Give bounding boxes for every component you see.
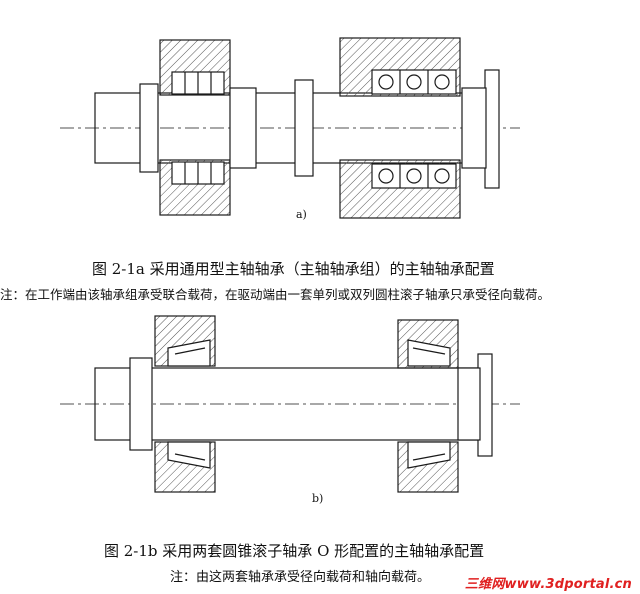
tapered-bearing-right-bottom-b	[407, 441, 451, 469]
tapered-bearing-left-top-b	[167, 339, 211, 367]
figure-b-svg	[60, 315, 520, 493]
bearing-right-bottom-a	[371, 163, 457, 189]
spacer-middle-a	[294, 79, 314, 177]
end-cap-a	[461, 87, 487, 169]
watermark: 三维网www.3dportal.cn	[464, 577, 632, 592]
locknut-left-b	[129, 357, 153, 451]
figure-b-sublabel: b)	[312, 492, 324, 505]
end-flange-a	[484, 69, 500, 189]
tapered-bearing-right-top-b	[407, 339, 451, 367]
figure-a-svg	[60, 37, 520, 219]
figure-a-caption: 图 2-1a 采用通用型主轴轴承（主轴轴承组）的主轴轴承配置	[92, 260, 495, 278]
figure-a-sublabel: a)	[296, 208, 307, 221]
tapered-bearing-left-bottom-b	[167, 441, 211, 469]
figure-a-note: 注：在工作端由该轴承组承受联合载荷，在驱动端由一套单列或双列圆柱滚子轴承只承受径…	[0, 287, 551, 302]
figure-a-drawing: a)	[0, 0, 640, 230]
bearing-right-top-a	[371, 69, 457, 95]
figure-b-note: 注：由这两套轴承承受径向载荷和轴向载荷。	[170, 570, 431, 585]
locknut-left-a	[139, 83, 159, 173]
end-cap-b	[457, 367, 481, 441]
sleeve-left-a	[229, 87, 257, 169]
figure-b-caption: 图 2-1b 采用两套圆锥滚子轴承 O 形配置的主轴轴承配置	[104, 542, 485, 560]
figure-b-drawing: b)	[0, 306, 640, 506]
